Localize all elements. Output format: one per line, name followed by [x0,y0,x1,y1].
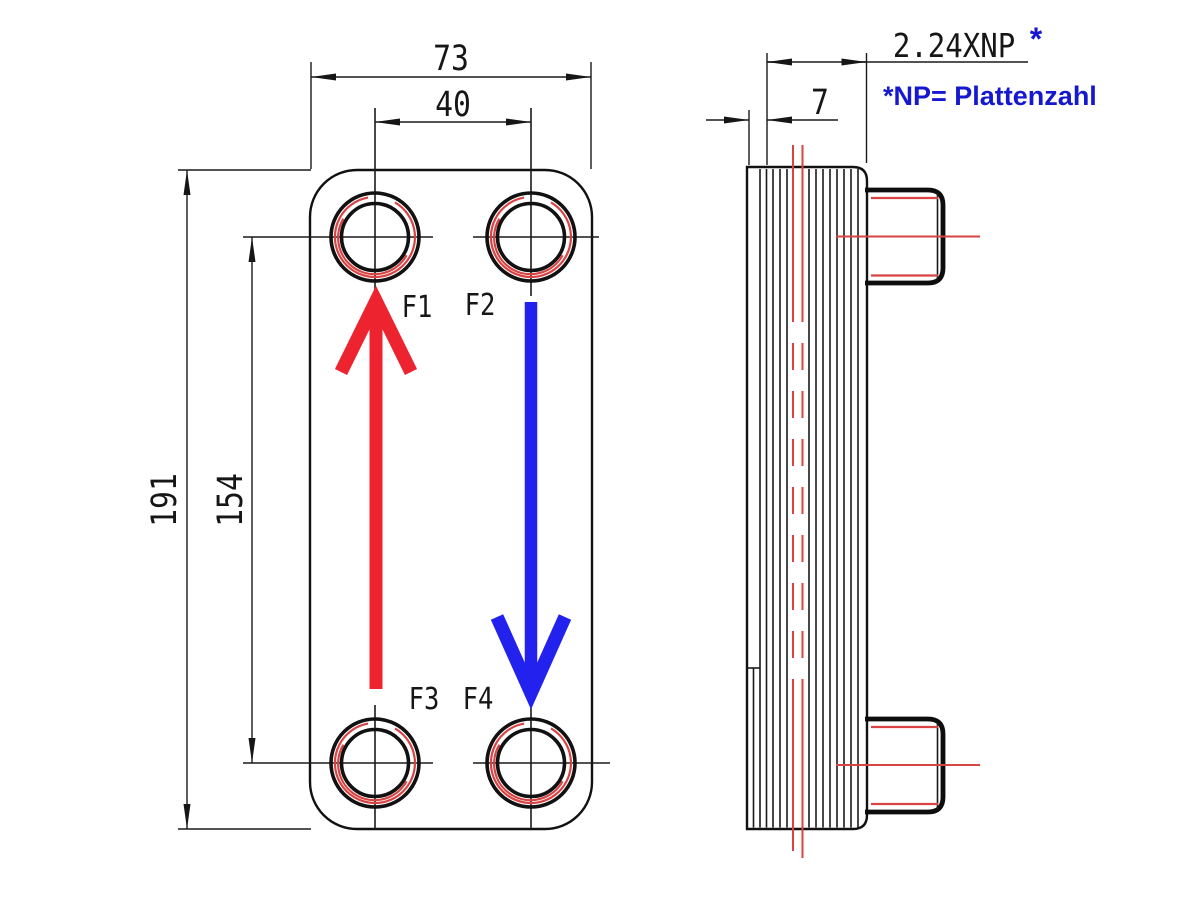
thread-arc [493,744,564,802]
dim-height: 191 [144,169,311,830]
dim-height-label: 191 [144,473,185,527]
port-inner-ring [495,201,567,273]
thread-arc [493,218,564,276]
port-f4 [473,705,610,829]
thread-arc [337,218,408,276]
dim-port-spacing-horizontal: 40 [375,84,531,126]
thread-arc [489,722,573,805]
port-outer-ring [329,717,421,809]
hot-flow-up-arrow-icon [334,285,418,689]
port-outer-ring [485,717,577,809]
footnote-plattenzahl: *NP= Plattenzahl [883,81,1097,111]
hot-flow-arrow-head [334,285,418,375]
dim-pack-width: 2.24XNP * [766,21,1043,165]
dim-pack-width-label: 2.24XNP [893,27,1015,65]
plate-pack-outline [745,165,869,831]
port-label-f3: F3 [409,681,440,717]
plate-stack-lines [747,169,859,828]
port-f2 [473,108,599,296]
port-inner-ring [495,727,567,799]
port-outer-ring [485,191,577,283]
thread-arc [489,196,573,279]
port-outer-ring [329,191,421,283]
port-f1 [243,108,433,296]
dim-pack-width-footnote-marker: * [1030,21,1043,57]
dim-port-spacing-vertical: 154 [210,237,256,763]
dim-end-plate-label: 7 [811,82,829,123]
side-view: 7 2.24XNP * *NP= Plattenzahl [706,21,1097,858]
dim-width: 73 [310,38,592,169]
plate-outline [308,168,594,831]
thread-arc [333,722,417,805]
connection-stub-top [836,187,980,286]
port-inner-ring [339,727,411,799]
dim-width-label: 73 [433,38,469,79]
connection-stub-bottom [836,716,980,815]
thread-arc [333,196,417,279]
pack-centerlines [792,145,804,858]
cold-flow-down-arrow-icon [490,302,572,710]
port-label-f4: F4 [463,681,494,717]
port-f3 [243,705,433,829]
thread-arc [337,744,408,802]
dim-port-spacing-label: 40 [435,84,471,125]
dim-port-vertical-label: 154 [210,473,251,527]
front-view: F1 F2 F3 F4 73 40 191 154 [144,38,610,831]
dim-end-plate: 7 [706,82,838,165]
port-label-f2: F2 [465,287,496,323]
port-label-f1: F1 [402,289,433,325]
cold-flow-arrow-head [490,614,572,710]
port-inner-ring [339,201,411,273]
